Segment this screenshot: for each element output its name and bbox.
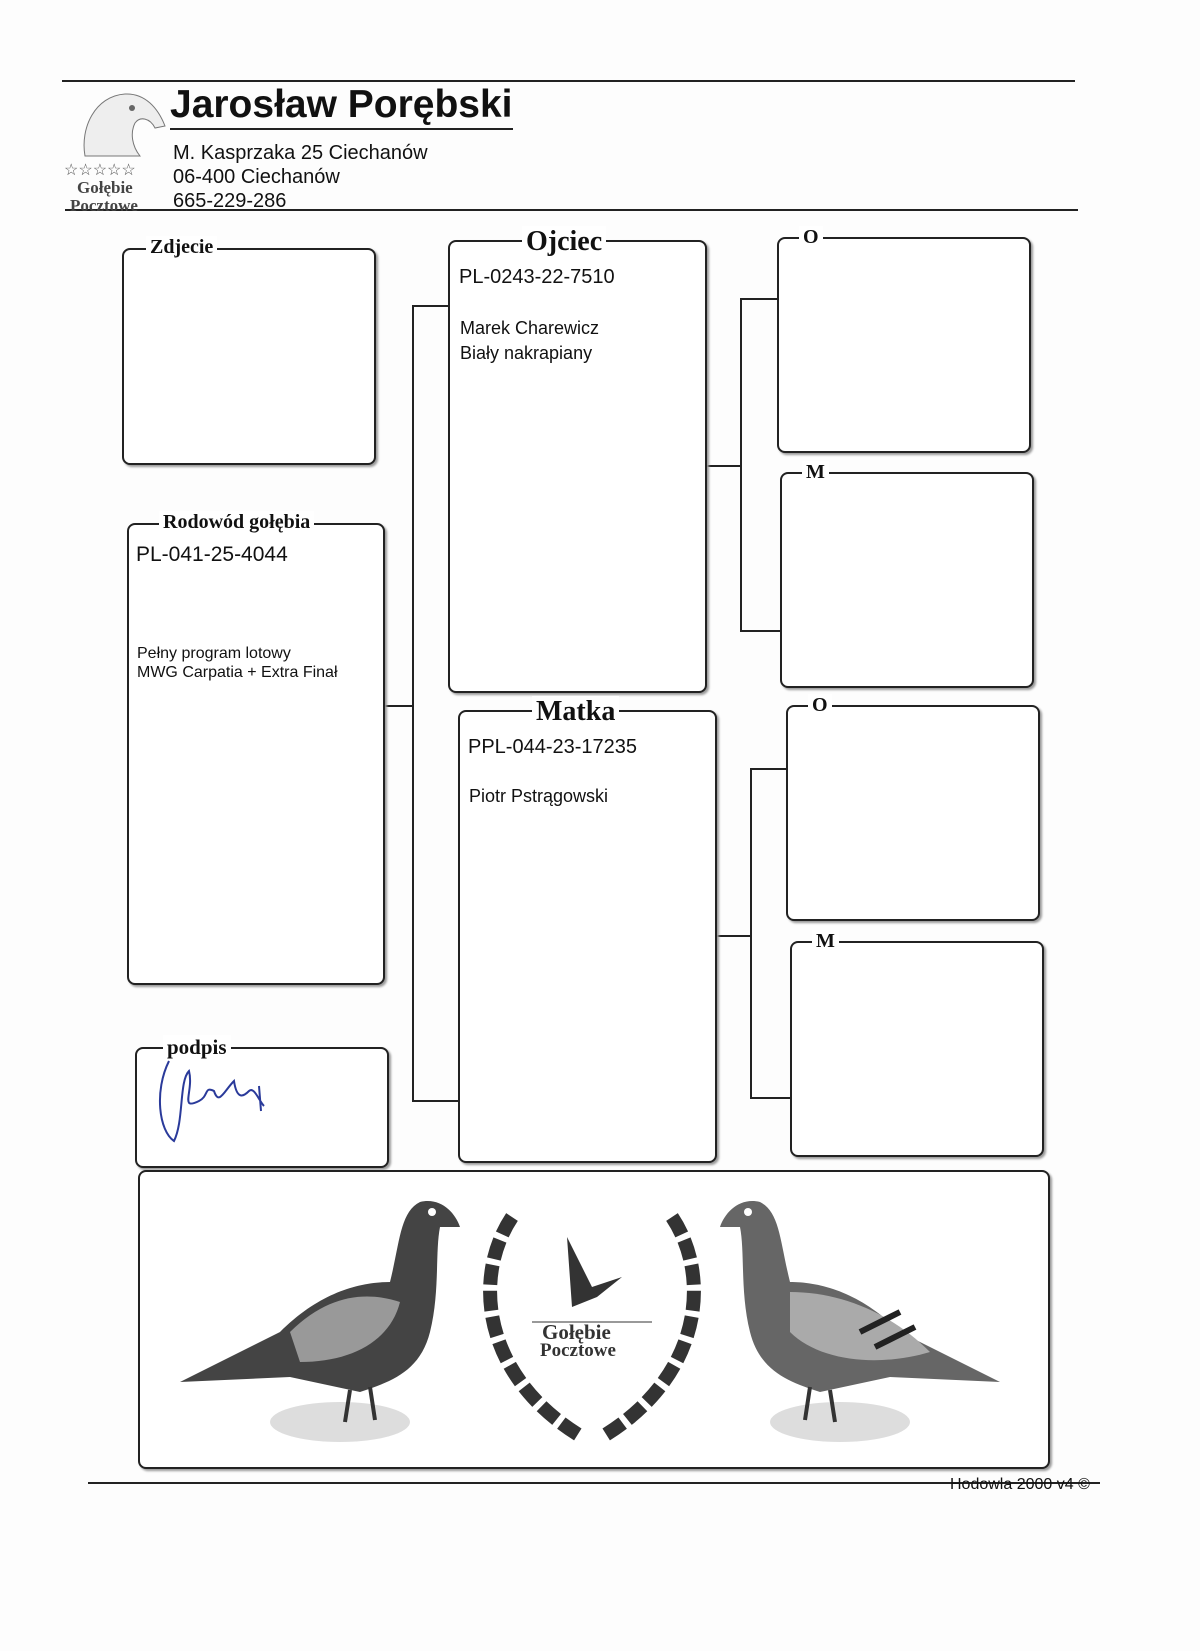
mother-breeder: Piotr Pstrągowski: [469, 786, 609, 806]
pedigree-connector: [412, 305, 450, 307]
emblem-text-1: Gołębie: [542, 1320, 611, 1344]
mother-ring-number: PPL-044-23-17235: [468, 736, 638, 758]
mother-box: Matka PPL-044-23-17235 Piotr Pstrągowski: [458, 696, 717, 1163]
breeder-name: Jarosław Porębski: [170, 83, 513, 130]
father-color: Biały nakrapiany: [460, 343, 593, 363]
mother-label: Matka: [532, 696, 620, 728]
pedigree-connector: [705, 465, 741, 467]
pigeon-head-icon: [83, 93, 166, 157]
pedigree-connector: [714, 935, 751, 937]
maternal-grandmother-box: M: [790, 930, 1044, 1157]
pedigree-connector: [750, 768, 787, 770]
pigeon-note: Pełny program lotowy: [137, 645, 291, 662]
handwritten-signature: [158, 1060, 265, 1143]
pedigree-connector: [740, 630, 782, 632]
grandfather-label: O: [799, 226, 823, 249]
pigeon-ring-number: PL-041-25-4044: [136, 543, 288, 566]
father-breeder: Marek Charewicz: [460, 318, 600, 338]
footer-divider: [88, 1482, 1100, 1484]
pedigree-connector: [412, 1100, 460, 1102]
pedigree-connector: [382, 705, 414, 707]
logo-text-2: Pocztowe: [70, 196, 138, 215]
pigeon-illustration-left: [180, 1201, 460, 1442]
logo-stars: ☆☆☆☆☆: [64, 162, 136, 179]
paternal-grandfather-box: O: [777, 226, 1031, 453]
pedigree-connector: [740, 298, 778, 300]
breeder-logo: ☆☆☆☆☆ Gołębie Pocztowe: [62, 88, 167, 215]
pigeon-illustration-right: [720, 1201, 1000, 1442]
grandfather-label: O: [808, 694, 832, 717]
father-box: Ojciec PL-0243-22-7510 Marek Charewicz B…: [448, 226, 707, 693]
illustration-box: Gołębie Pocztowe: [138, 1170, 1050, 1469]
paternal-grandmother-box: M: [780, 461, 1034, 688]
pigeon-box: Rodowód gołębia PL-041-25-4044 Pełny pro…: [127, 511, 385, 985]
breeder-address: M. Kasprzaka 25 Ciechanów: [173, 142, 428, 164]
father-ring-number: PL-0243-22-7510: [459, 266, 615, 288]
signature-label: podpis: [163, 1035, 231, 1060]
maternal-grandfather-box: O: [786, 694, 1040, 921]
pigeon-note: MWG Carpatia + Extra Finał: [137, 664, 338, 681]
pigeon-label: Rodowód gołębia: [159, 511, 315, 534]
golebie-pocztowe-emblem: [483, 1213, 701, 1443]
pedigree-connector: [750, 768, 752, 1098]
footer-credit: Hodowla 2000 v4 ©: [950, 1476, 1090, 1493]
signature-box: podpis: [135, 1035, 389, 1168]
grandmother-label: M: [812, 930, 839, 953]
header-divider: [65, 209, 1078, 211]
grandmother-label: M: [802, 461, 829, 484]
pedigree-connector: [412, 305, 414, 1100]
pedigree-connector: [740, 298, 742, 631]
father-label: Ojciec: [522, 226, 607, 258]
pedigree-connector: [750, 1097, 791, 1099]
top-divider: [62, 80, 1075, 82]
photo-label: Zdjecie: [146, 236, 218, 259]
emblem-text-2: Pocztowe: [540, 1340, 616, 1361]
photo-box: Zdjecie: [122, 236, 376, 465]
breeder-phone: 665-229-286: [173, 190, 287, 212]
breeder-city: 06-400 Ciechanów: [173, 166, 340, 188]
logo-text-1: Gołębie: [77, 178, 133, 197]
